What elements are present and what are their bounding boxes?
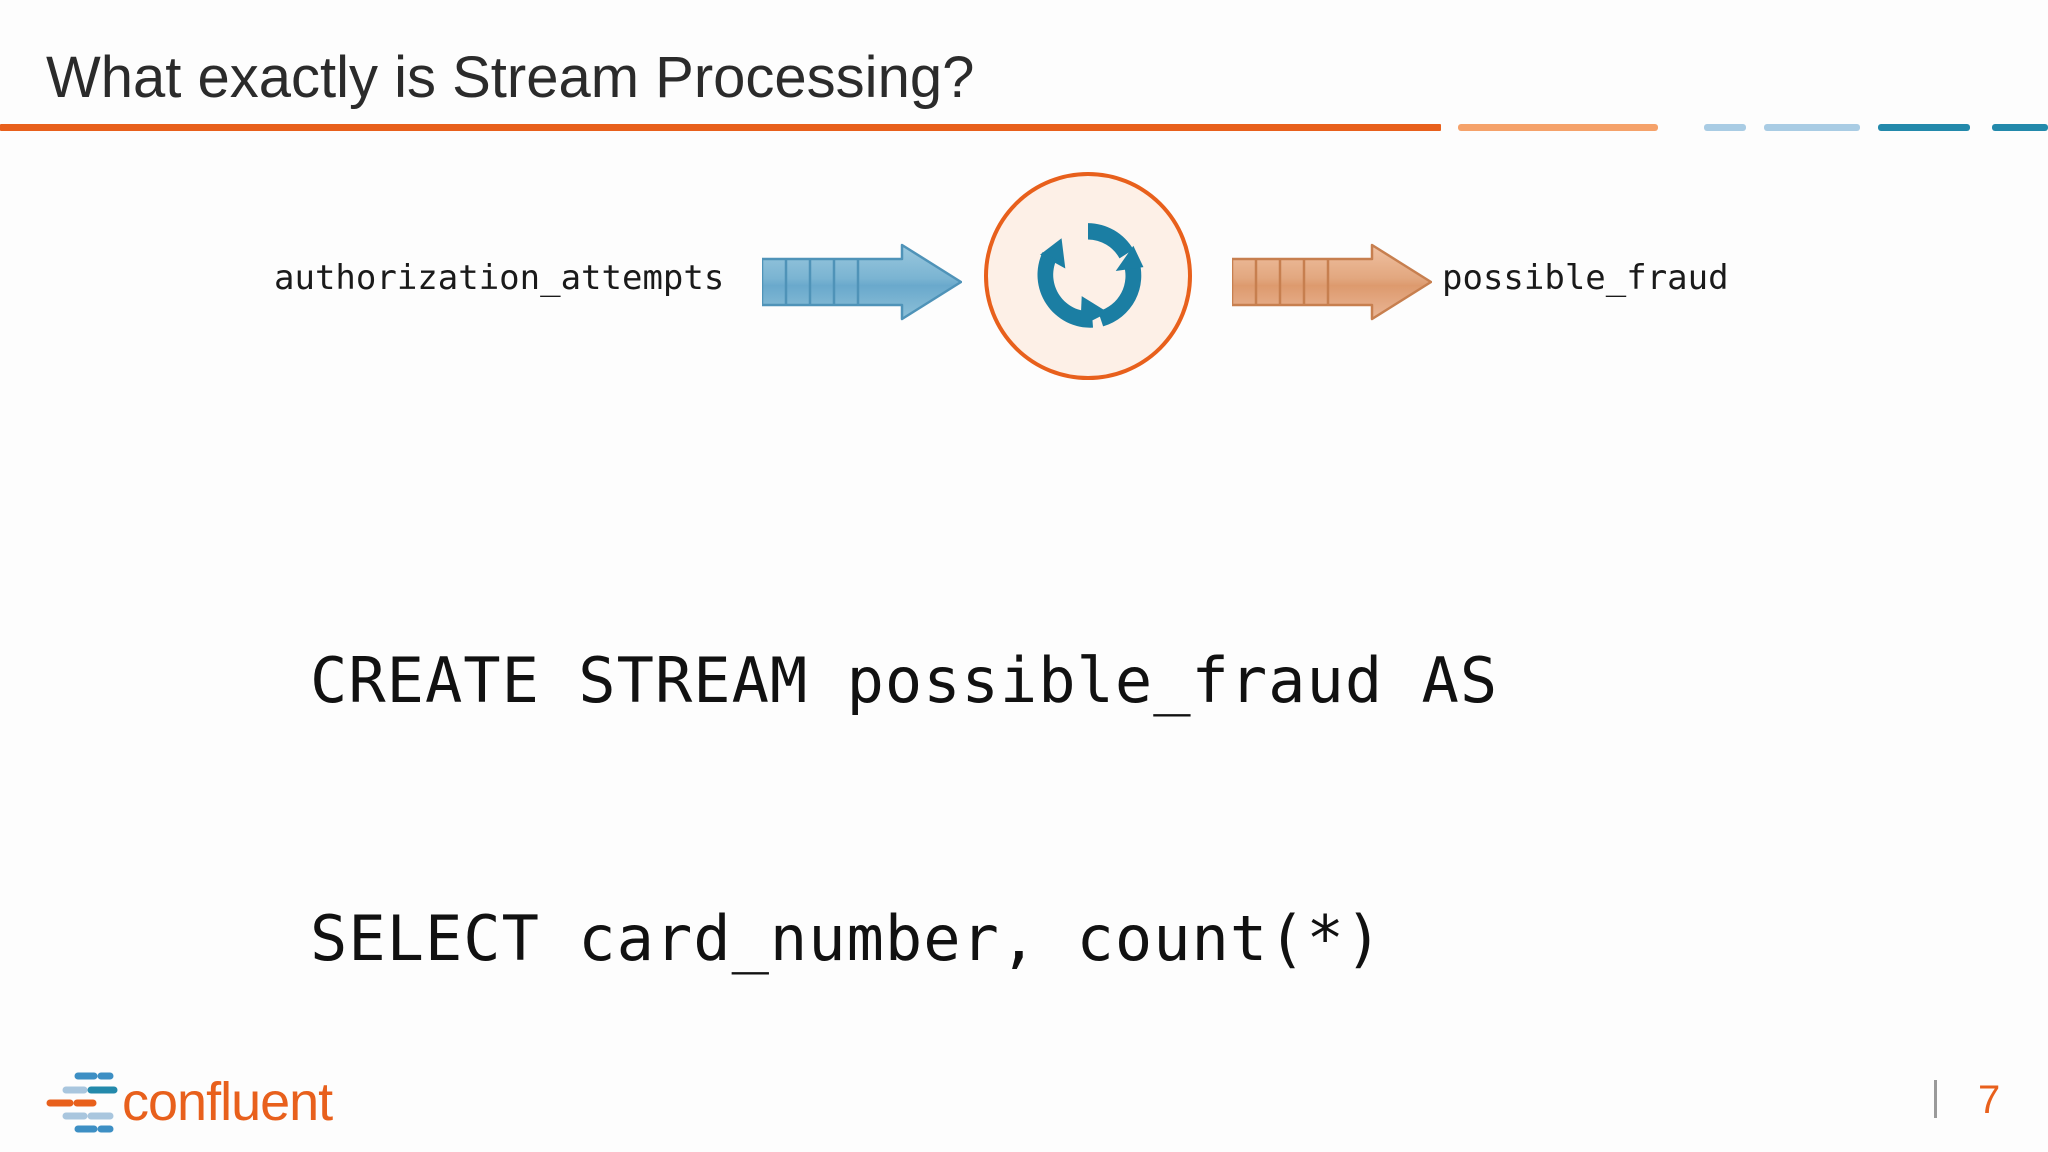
header-dash-blue-dark-short <box>1992 124 2048 131</box>
page-title: What exactly is Stream Processing? <box>46 45 975 110</box>
input-topic-label: authorization_attempts <box>274 258 725 298</box>
confluent-mark-icon <box>46 1072 118 1133</box>
confluent-logo: confluent <box>44 1068 333 1138</box>
page-number: 7 <box>1978 1078 2001 1122</box>
header-rule <box>0 124 1441 131</box>
output-topic-label: possible_fraud <box>1442 258 1729 298</box>
header-dash-orange-light-long <box>1458 124 1658 131</box>
stream-processing-diagram: authorization_attempts <box>0 0 2048 420</box>
stream-processor-node <box>984 172 1192 380</box>
confluent-wordmark: confluent <box>122 1072 333 1132</box>
code-line: CREATE STREAM possible_fraud AS <box>310 644 1499 717</box>
ksql-code-block: CREATE STREAM possible_fraud AS SELECT c… <box>310 466 1498 1152</box>
output-stream-arrow <box>1230 243 1433 321</box>
header-dash-blue-light-short <box>1704 124 1746 131</box>
input-stream-arrow <box>760 243 963 321</box>
header-dash-blue-dark-long <box>1878 124 1970 131</box>
cycle-arrows-icon <box>1037 223 1144 328</box>
footer-divider <box>1934 1080 1937 1118</box>
code-line: SELECT card_number, count(*) <box>310 902 1384 975</box>
header-dash-blue-light-long <box>1764 124 1860 131</box>
